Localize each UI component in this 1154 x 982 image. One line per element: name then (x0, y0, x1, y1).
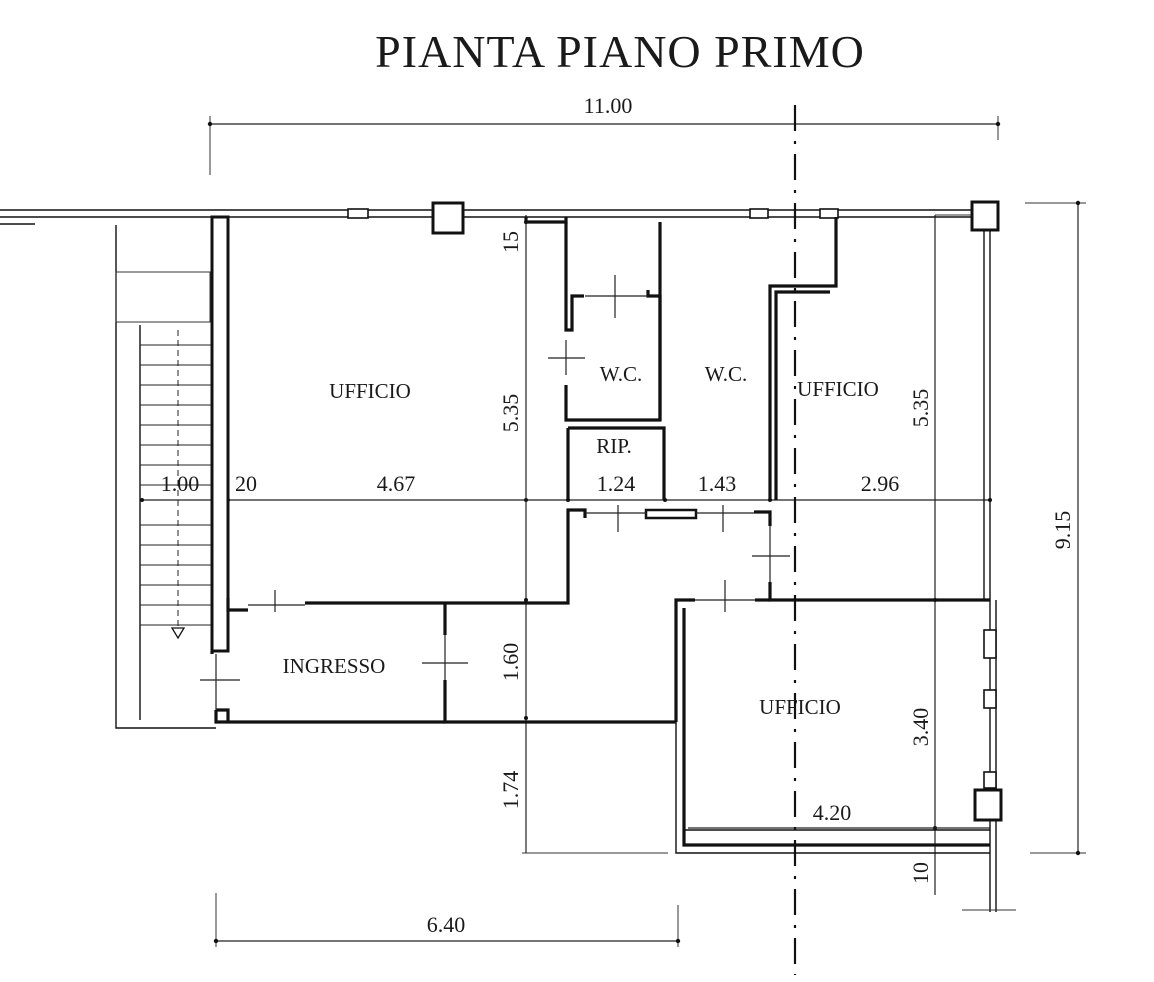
door-marks (200, 275, 790, 710)
room-office-left: UFFICIO (329, 379, 411, 403)
room-office-bottom: UFFICIO (759, 695, 841, 719)
dim-left-office-width: 4.67 (377, 471, 416, 496)
dim-storage-width: 1.24 (597, 471, 636, 496)
dim-bottom-offset: 1.74 (498, 771, 523, 810)
dim-overall-width: 11.00 (584, 93, 633, 118)
stair-steps (140, 330, 212, 628)
room-office-right: UFFICIO (797, 377, 879, 401)
dim-right-office-width: 2.96 (861, 471, 900, 496)
dim-wall-top: 15 (498, 231, 523, 253)
dim-wall-20: 20 (235, 471, 257, 496)
room-wc-right: W.C. (705, 362, 747, 386)
room-entrance: INGRESSO (283, 654, 386, 678)
dimension-labels: 11.00 9.15 6.40 15 5.35 5.35 1.00 20 4.6… (161, 93, 1075, 937)
walls (0, 200, 1016, 912)
dim-overall-depth: 9.15 (1050, 511, 1075, 550)
dim-right-office-depth: 5.35 (908, 389, 933, 428)
dimension-lines (140, 116, 1086, 947)
plan-title: PIANTA PIANO PRIMO (375, 26, 865, 77)
dim-wc-width: 1.43 (698, 471, 737, 496)
room-storage: RIP. (596, 434, 632, 458)
dim-entrance-depth: 1.60 (498, 643, 523, 682)
dim-bottom-width: 6.40 (427, 912, 466, 937)
dim-bottom-office-depth: 3.40 (908, 708, 933, 747)
room-wc-left: W.C. (600, 362, 642, 386)
dim-stair-width: 1.00 (161, 471, 200, 496)
room-labels: UFFICIO W.C. W.C. UFFICIO RIP. INGRESSO … (283, 362, 879, 719)
dim-bottom-office-width: 4.20 (813, 800, 852, 825)
dim-wall-bottom: 10 (908, 862, 933, 884)
dim-left-office-depth: 5.35 (498, 394, 523, 433)
